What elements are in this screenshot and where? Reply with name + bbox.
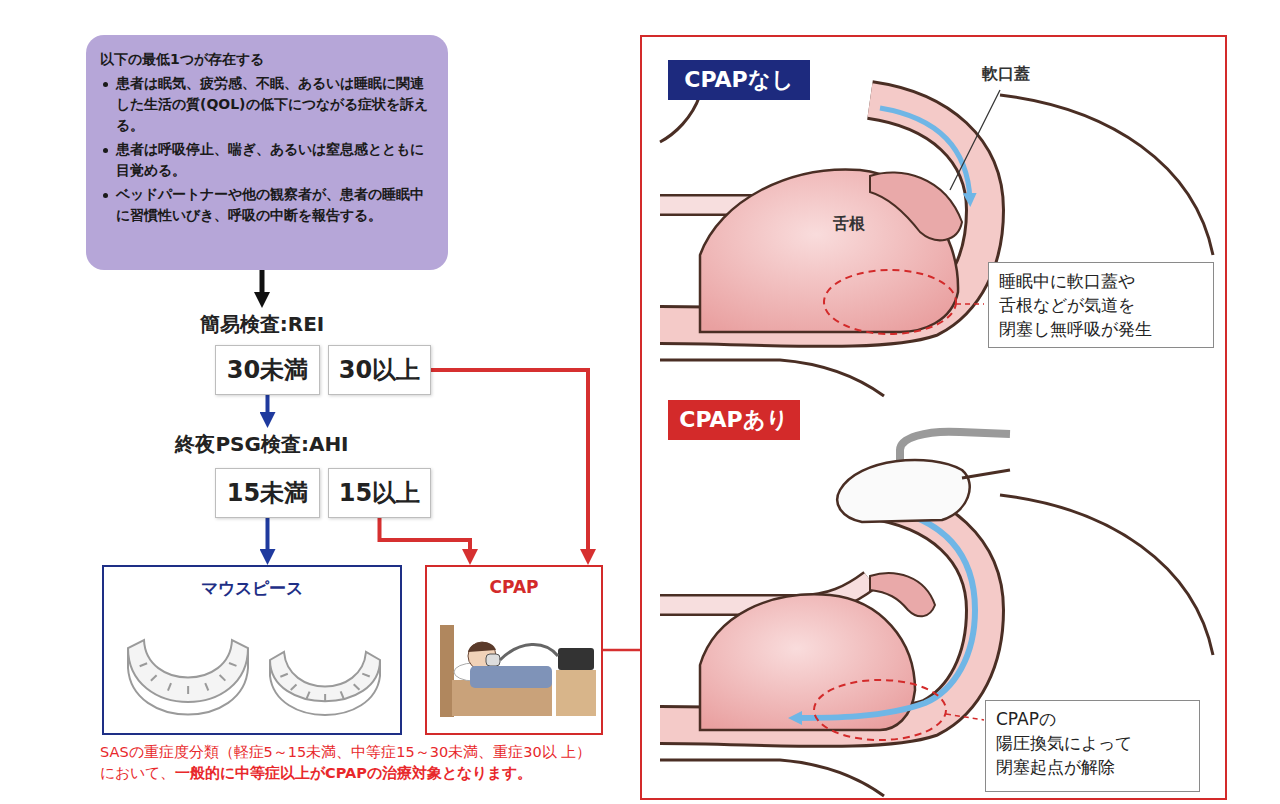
node-body: ベッドパートナーや他の観察者が、患者の睡眠中 に習慣性いびき、呼吸の中断を報告す…: [100, 184, 434, 226]
part-label: 軟口蓋: [982, 64, 1030, 85]
mouthpiece-picture: [128, 640, 380, 715]
node-body: 患者は呼吸停止、喘ぎ、あるいは窒息感とともに 目覚める。: [100, 139, 434, 181]
node-text: CPAPあり: [679, 405, 788, 435]
test-heading: 簡易検査:REI: [160, 308, 364, 340]
state-tag: CPAPあり: [668, 400, 800, 440]
result-box: 15以上: [328, 468, 431, 518]
node-text: 睡眠中に軟口蓋や 舌根などが気道を 閉塞し無呼吸が発生: [999, 270, 1203, 341]
result-box: 15未満: [215, 468, 320, 518]
airway-open: [660, 495, 1213, 796]
test-heading: 終夜PSG検査:AHI: [145, 428, 379, 460]
node-text: マウスピース: [104, 577, 400, 600]
node-text: 以下の最低1つが存在する: [100, 49, 434, 70]
part-label: 舌根: [833, 214, 865, 235]
flow-arrow: [431, 370, 588, 557]
flow-arrow: [260, 270, 265, 300]
node-text: 30以上: [339, 354, 420, 386]
node-body: 患者は眠気、疲労感、不眠、あるいは睡眠に関連 した生活の質(QOL)の低下につな…: [100, 73, 434, 136]
caption: SASの重症度分類（軽症5～15未満、中等症15～30未満、重症30以 上）にお…: [100, 742, 625, 784]
treatment-box: CPAP: [425, 565, 603, 735]
result-box: 30以上: [328, 345, 431, 395]
result-box: 30未満: [215, 345, 320, 395]
node-text: 終夜PSG検査:AHI: [175, 431, 348, 458]
node-text: 15未満: [227, 477, 308, 509]
criteria-box: 以下の最低1つが存在する患者は眠気、疲労感、不眠、あるいは睡眠に関連 した生活の…: [86, 35, 448, 270]
node-text: CPAPなし: [684, 65, 793, 95]
flow-arrow: [603, 649, 640, 652]
node-text: CPAPの 陽圧換気によって 閉塞起点が解除: [996, 708, 1189, 779]
treatment-box: マウスピース: [102, 565, 402, 735]
node-text: 30未満: [227, 354, 308, 386]
node-text: 15以上: [339, 477, 420, 509]
node-text: CPAP: [427, 577, 601, 597]
flow-arrow: [266, 395, 270, 420]
node-text: 簡易検査:REI: [200, 311, 325, 338]
cpap-bed-picture: [440, 625, 596, 717]
illustration-panel: CPAPなし睡眠中に軟口蓋や 舌根などが気道を 閉塞し無呼吸が発生 CPAPあり C…: [640, 35, 1227, 800]
cpap-mask: [837, 432, 1010, 522]
airway-closed: [660, 90, 1213, 396]
flow-arrow: [266, 518, 270, 557]
flow-arrow: [380, 518, 471, 557]
callout-box: 睡眠中に軟口蓋や 舌根などが気道を 閉塞し無呼吸が発生: [988, 262, 1214, 348]
state-tag: CPAPなし: [668, 60, 810, 100]
callout-box: CPAPの 陽圧換気によって 閉塞起点が解除: [985, 700, 1200, 792]
caption-text: SASの重症度分類（軽症5～15未満、中等症15～30未満、重症30以 上）にお…: [100, 744, 591, 781]
caption-text: 一般的に中等症以上がCPAPの治療対象となります。: [175, 765, 532, 781]
